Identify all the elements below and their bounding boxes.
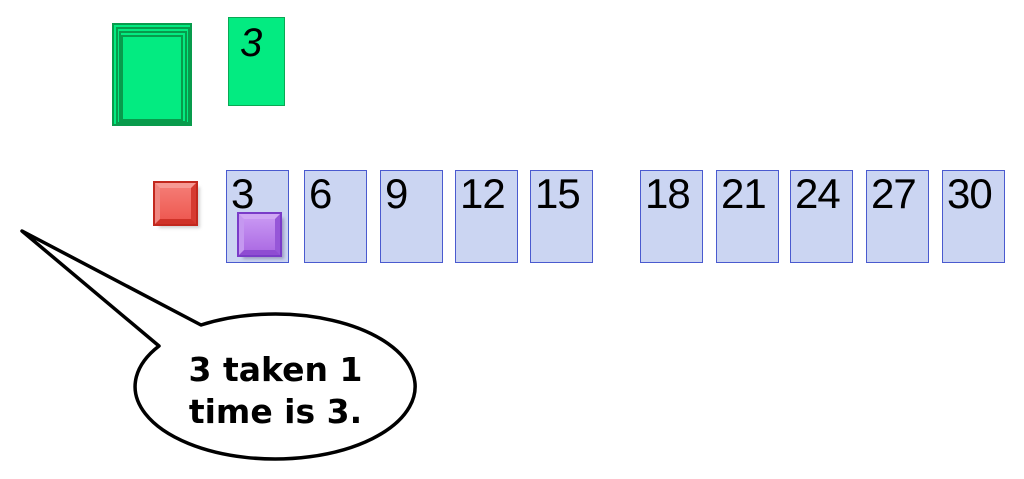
number-card-label: 3	[231, 170, 254, 217]
number-card-15[interactable]: 15	[530, 170, 593, 263]
number-card-12[interactable]: 12	[455, 170, 518, 263]
number-card-3[interactable]: 3	[226, 170, 289, 263]
number-card-label: 12	[460, 170, 506, 217]
number-card-21[interactable]: 21	[716, 170, 779, 263]
number-card-6[interactable]: 6	[304, 170, 367, 263]
number-card-18[interactable]: 18	[640, 170, 703, 263]
number-card-30[interactable]: 30	[942, 170, 1005, 263]
red-token[interactable]	[155, 183, 196, 224]
speech-bubble-line-1: 3 taken 1	[188, 350, 363, 389]
purple-token[interactable]	[239, 214, 280, 255]
number-card-label: 6	[309, 170, 332, 217]
number-card-27[interactable]: 27	[866, 170, 929, 263]
stack-layer-front[interactable]	[121, 35, 183, 121]
multiplier-card-label: 3	[240, 21, 263, 65]
speech-bubble-line-2: time is 3.	[188, 392, 363, 431]
number-card-24[interactable]: 24	[790, 170, 853, 263]
number-card-label: 24	[795, 170, 841, 217]
number-card-label: 18	[645, 170, 691, 217]
number-card-label: 9	[385, 170, 408, 217]
number-card-label: 21	[721, 170, 767, 217]
number-card-9[interactable]: 9	[380, 170, 443, 263]
number-card-label: 27	[871, 170, 917, 217]
number-card-label: 30	[947, 170, 993, 217]
multiplier-card[interactable]: 3	[228, 17, 285, 106]
number-card-label: 15	[535, 170, 581, 217]
